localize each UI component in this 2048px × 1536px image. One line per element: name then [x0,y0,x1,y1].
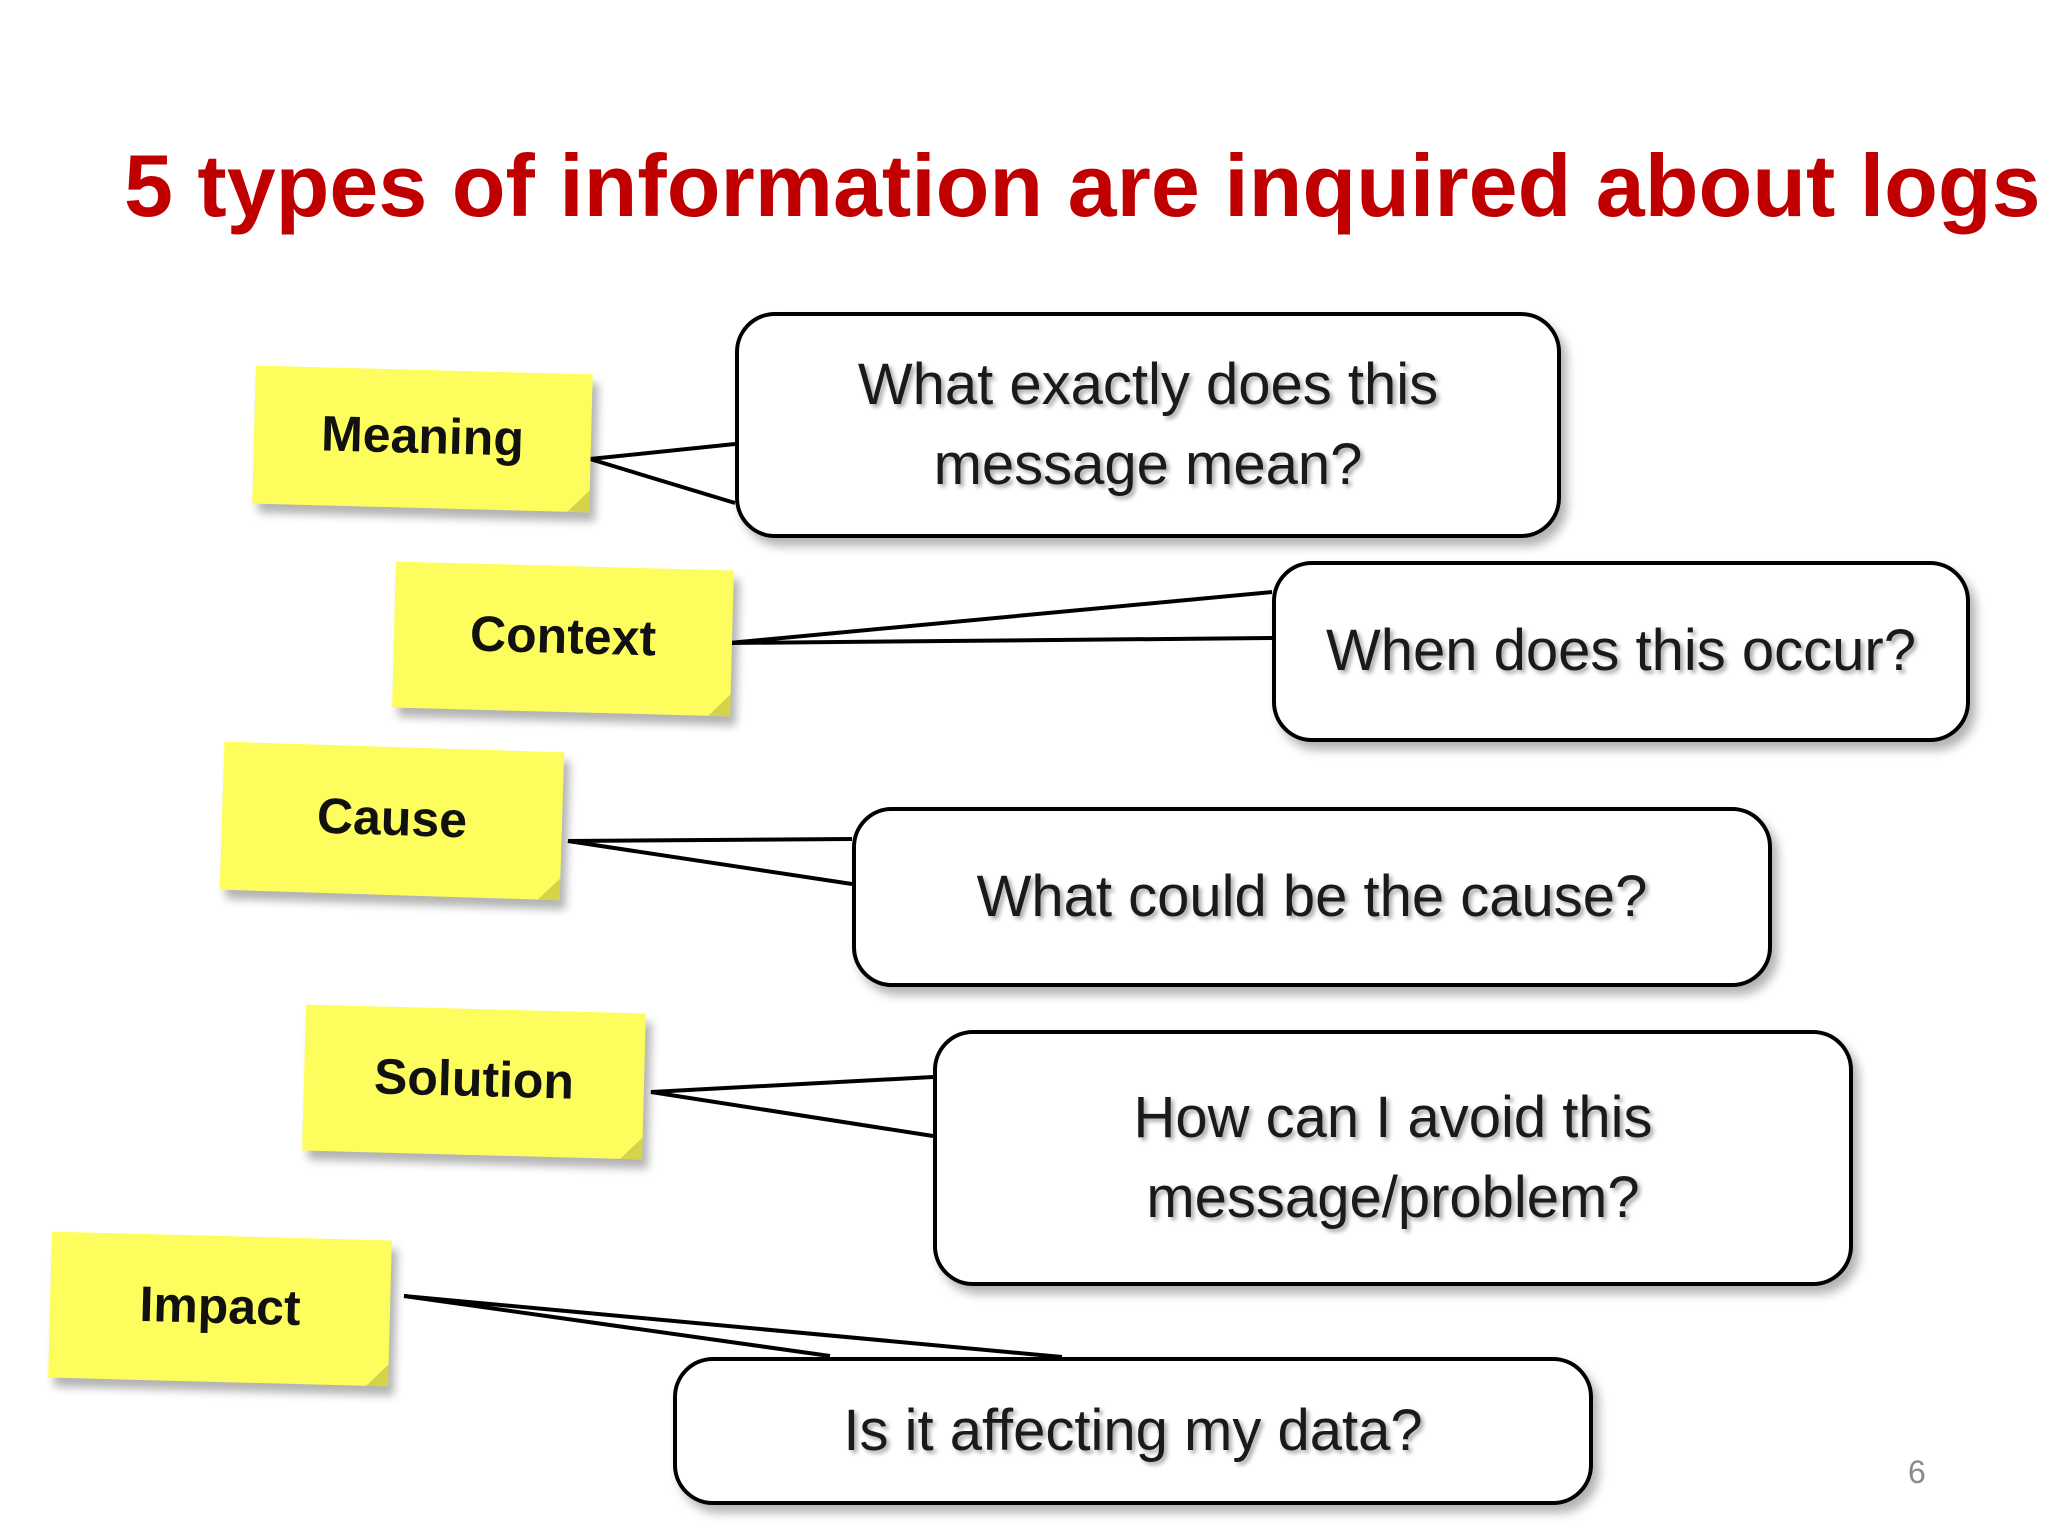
connector-meaning [589,442,736,505]
sticky-label-impact: Impact [138,1275,302,1337]
sticky-note-impact: Impact [48,1231,392,1387]
question-line: What could be the cause? [976,863,1648,929]
connector-impact [403,1294,1063,1359]
connector-context [728,590,1273,645]
sticky-fold [567,489,590,513]
question-bubble-cause: What could be the cause? [852,807,1772,987]
connector-cause [567,837,853,886]
question-bubble-context: When does this occur? [1272,561,1970,742]
sticky-note-context: Context [392,561,734,717]
question-bubble-solution: How can I avoid this message/problem? [933,1030,1853,1286]
question-bubble-impact: Is it affecting my data? [673,1357,1593,1505]
sticky-note-meaning: Meaning [252,365,593,513]
page-number: 6 [1908,1454,1926,1490]
slide-title: 5 types of information are inquired abou… [124,136,2041,235]
question-bubble-meaning: What exactly does this message mean? [735,312,1561,538]
question-line: How can I avoid this [1133,1084,1653,1150]
connector-solution [650,1075,934,1138]
question-line: Is it affecting my data? [843,1397,1423,1463]
question-line: When does this occur? [1326,618,1916,684]
sticky-label-cause: Cause [316,787,468,849]
sticky-label-context: Context [469,605,657,667]
sticky-note-cause: Cause [219,741,565,901]
question-line: message mean? [933,432,1363,497]
sticky-fold [620,1136,643,1160]
sticky-fold [537,877,561,901]
sticky-label-solution: Solution [373,1048,575,1110]
question-line: message/problem? [1146,1165,1640,1230]
question-line: What exactly does this [857,351,1439,417]
sticky-note-solution: Solution [302,1004,646,1160]
sticky-label-meaning: Meaning [320,405,525,467]
sticky-fold [366,1363,389,1387]
sticky-fold [708,693,731,717]
